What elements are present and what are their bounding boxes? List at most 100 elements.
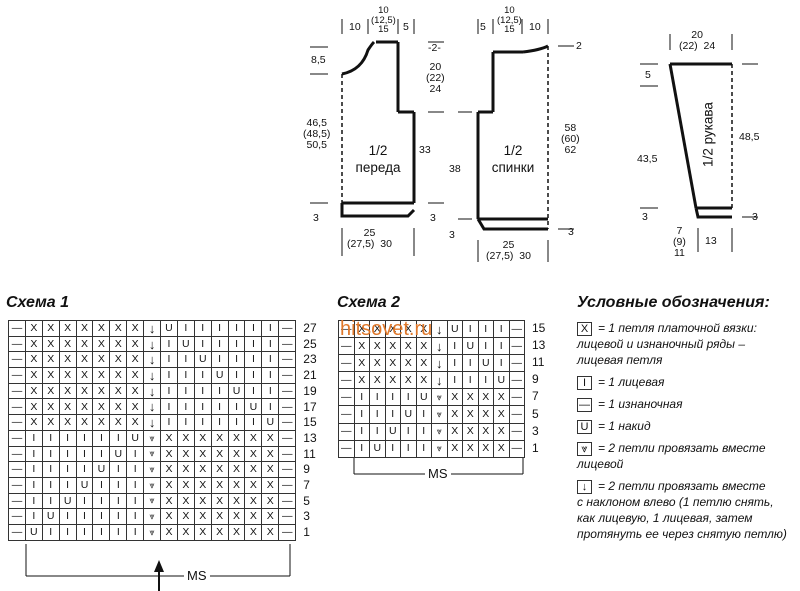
chart-cell: X	[478, 423, 494, 441]
chart-cell: X	[161, 509, 178, 525]
row-number: 3	[532, 423, 539, 438]
chart-cell: X	[194, 477, 212, 494]
chart-cell: —	[339, 321, 355, 339]
chart-cell: —	[279, 321, 297, 337]
legend-item-continuation: протянуть ее через снятую петлю)	[577, 527, 787, 541]
chart-cell: X	[262, 477, 280, 494]
legend-item: ↓= 2 петли провязать вместе	[577, 479, 766, 494]
chart-cell: —	[9, 399, 26, 416]
chart-cell: I	[161, 352, 178, 369]
chart-cell: —	[279, 509, 297, 525]
chart-cell: X	[93, 336, 111, 353]
row-number: 11	[532, 355, 545, 370]
chart-cell: X	[59, 383, 77, 400]
chart-cell: I	[93, 493, 111, 510]
chart-cell: I	[211, 336, 229, 353]
chart-cell: X	[245, 509, 263, 525]
chart-cell: X	[211, 446, 229, 463]
chart-cell: —	[279, 336, 297, 353]
chart-cell: I	[59, 462, 77, 478]
chart-cell: ⩔	[432, 423, 448, 441]
chart-cell: ⩔	[144, 524, 162, 541]
chart-cell: X	[385, 338, 401, 356]
chart-cell: ⩔	[432, 440, 448, 458]
chart-cell: I	[211, 352, 229, 369]
scheme2-ms-label: MS	[425, 466, 451, 481]
scheme2-title: Схема 2	[337, 294, 401, 311]
chart-cell: U	[416, 389, 432, 407]
chart-cell: X	[110, 321, 128, 337]
scheme1-ms-bracket	[25, 544, 291, 591]
chart-cell: X	[262, 524, 280, 541]
chart-cell: X	[25, 321, 43, 337]
chart-cell: X	[211, 462, 229, 478]
chart-cell: X	[177, 446, 195, 463]
front-piece-outline	[310, 19, 444, 256]
chart-cell: I	[110, 524, 128, 541]
chart-cell: ↓	[144, 368, 162, 384]
legend-item-continuation: лицевой	[577, 457, 623, 471]
back-bottom-width: 25 (27,5) 30	[486, 239, 531, 262]
chart-cell: I	[93, 524, 111, 541]
row-number: 25	[303, 336, 317, 351]
chart-cell: U	[127, 430, 145, 447]
chart-cell: I	[447, 338, 463, 356]
chart-cell: X	[245, 493, 263, 510]
chart-cell: X	[401, 321, 417, 339]
chart-cell: I	[245, 415, 263, 431]
chart-cell: —	[339, 355, 355, 373]
legend-item: I= 1 лицевая	[577, 375, 664, 390]
chart-cell: —	[509, 372, 525, 390]
chart-cell: I	[127, 477, 145, 494]
row-number: 5	[303, 493, 310, 508]
chart-cell: X	[354, 372, 370, 390]
front-bottom-width: 25 (27,5) 30	[347, 227, 392, 250]
chart-cell: X	[42, 383, 60, 400]
chart-cell: X	[245, 524, 263, 541]
chart-cell: I	[385, 406, 401, 424]
chart-cell: X	[161, 477, 178, 494]
chart-cell: I	[177, 368, 195, 384]
chart-cell: I	[194, 336, 212, 353]
chart-cell: ↓	[432, 372, 448, 390]
chart-cell: X	[76, 336, 94, 353]
back-piece-outline	[458, 19, 574, 262]
chart-cell: X	[93, 399, 111, 416]
chart-cell: X	[93, 415, 111, 431]
chart-cell: ↓	[144, 399, 162, 416]
chart-cell: ↓	[144, 321, 162, 337]
chart-cell: I	[25, 509, 43, 525]
chart-cell: X	[447, 423, 463, 441]
legend-text: лицевая петля	[577, 353, 663, 367]
chart-cell: X	[262, 462, 280, 478]
chart-cell: X	[211, 430, 229, 447]
sleeve-rib-left: 3	[642, 211, 648, 223]
chart-cell: I	[194, 383, 212, 400]
chart-cell: I	[161, 383, 178, 400]
chart-cell: I	[127, 493, 145, 510]
chart-cell: X	[401, 338, 417, 356]
chart-cell: X	[93, 368, 111, 384]
chart-cell: X	[110, 383, 128, 400]
sleeve-bottom-right: 13	[705, 235, 717, 247]
legend-text: лицевой	[577, 457, 624, 471]
chart-cell: —	[509, 338, 525, 356]
chart-cell: X	[463, 423, 479, 441]
chart-cell: X	[416, 321, 432, 339]
chart-cell: X	[228, 493, 246, 510]
chart-cell: X	[416, 372, 432, 390]
chart-cell: X	[161, 430, 178, 447]
chart-cell: X	[228, 446, 246, 463]
chart-cell: I	[463, 372, 479, 390]
chart-cell: I	[76, 509, 94, 525]
chart-cell: —	[279, 524, 297, 541]
pattern-pieces-drawing	[310, 19, 758, 262]
chart-cell: I	[262, 321, 280, 337]
legend-text: с наклоном влево (1 петлю снять,	[577, 495, 774, 509]
chart-cell: —	[509, 406, 525, 424]
chart-cell: I	[110, 509, 128, 525]
chart-cell: X	[370, 355, 386, 373]
chart-cell: X	[25, 383, 43, 400]
chart-cell: X	[262, 430, 280, 447]
legend-item: ⩔= 2 петли провязать вместе	[577, 441, 766, 456]
